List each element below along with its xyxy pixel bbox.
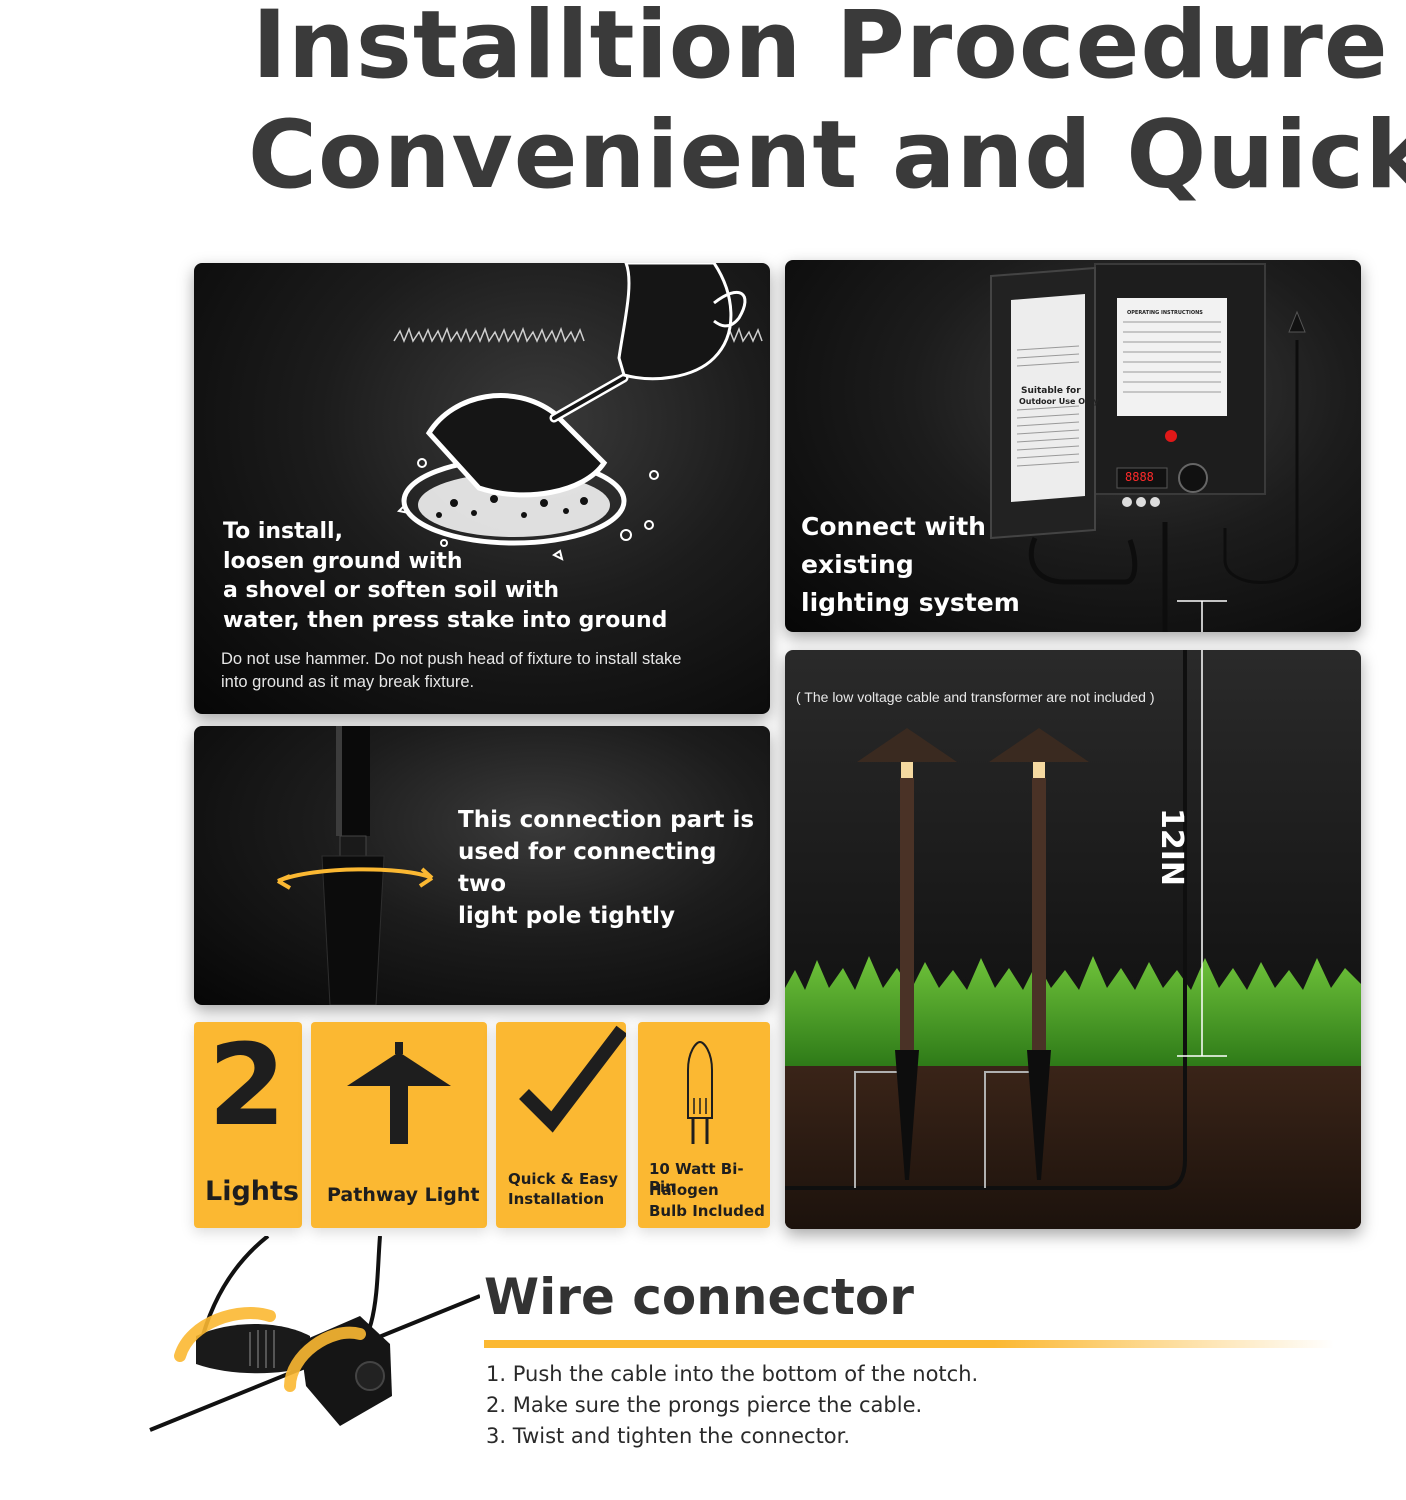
wire-connector-underline [484, 1340, 1334, 1348]
install-line-3: a shovel or soften soil with [223, 578, 559, 603]
page-title-line-1: Installtion Procedure [252, 0, 1389, 100]
transformer-line-2: existing [801, 550, 914, 579]
connection-line-1: This connection part is [458, 807, 755, 833]
page-title-line-2: Convenient and Quick [248, 101, 1406, 210]
feature-bulb: 10 Watt Bi-Pin Halogen Bulb Included [638, 1022, 770, 1228]
transformer-door-label-1: Suitable for [1021, 386, 1081, 396]
light-count-number: 2 [208, 1021, 286, 1151]
halogen-bulb-icon [687, 1040, 713, 1144]
bulb-line-1: 10 Watt Bi-Pin [649, 1160, 744, 1196]
install-line-2: loosen ground with [223, 548, 463, 574]
lights-disclaimer: ( The low voltage cable and transformer … [796, 689, 1155, 705]
install-note-line-1: Do not use hammer. Do not push head of f… [221, 650, 682, 668]
feature-quick-install: Quick & Easy Installation [496, 1022, 626, 1228]
connection-line-3: light pole tightly [458, 903, 675, 929]
connection-line-2: used for connecting two [458, 839, 717, 897]
connection-panel: This connection part is used for connect… [194, 726, 770, 1005]
install-line-4: water, then press stake into ground [223, 607, 668, 633]
lights-panel: ( The low voltage cable and transformer … [785, 650, 1361, 1229]
wire-connector-icon [149, 1236, 480, 1432]
quick-install-line-2: Installation [508, 1190, 605, 1208]
pathway-light-icon [347, 1042, 451, 1144]
wire-connector-title: Wire connector [484, 1268, 914, 1326]
stake-connector-icon [276, 726, 434, 1005]
install-line-1: To install, [223, 519, 343, 544]
wire-step-3: 3. Twist and tighten the connector. [486, 1424, 851, 1448]
transformer-panel: Suitable for Outdoor Use Only OPERATING … [785, 260, 1361, 632]
feature-light-count: 2 Lights [194, 1022, 302, 1228]
bulb-line-3: Bulb Included [649, 1202, 765, 1220]
install-panel: To install, loosen ground with a shovel … [194, 263, 770, 714]
light-count-label: Lights [205, 1176, 299, 1207]
feature-pathway-light: Pathway Light [311, 1022, 487, 1228]
transformer-instructions-label: OPERATING INSTRUCTIONS [1127, 310, 1203, 316]
wire-step-2: 2. Make sure the prongs pierce the cable… [486, 1393, 923, 1417]
depth-label: 12IN [1154, 808, 1189, 887]
transformer-display: 8888 [1125, 470, 1154, 484]
install-note-line-2: into ground as it may break fixture. [221, 673, 475, 691]
transformer-line-1: Connect with [801, 512, 986, 541]
transformer-line-3: lighting system [801, 588, 1020, 617]
transformer-icon [990, 263, 1306, 632]
bulb-line-2: Halogen [649, 1181, 719, 1199]
transformer-door-label-2: Outdoor Use Only [1019, 397, 1099, 406]
wire-step-1: 1. Push the cable into the bottom of the… [486, 1362, 979, 1386]
pathway-lights-scene-icon [785, 650, 1361, 1229]
shovel-hand-illustration-icon [393, 263, 763, 561]
checkmark-icon [519, 1025, 626, 1133]
pathway-light-label: Pathway Light [327, 1184, 480, 1206]
quick-install-line-1: Quick & Easy [508, 1170, 619, 1188]
